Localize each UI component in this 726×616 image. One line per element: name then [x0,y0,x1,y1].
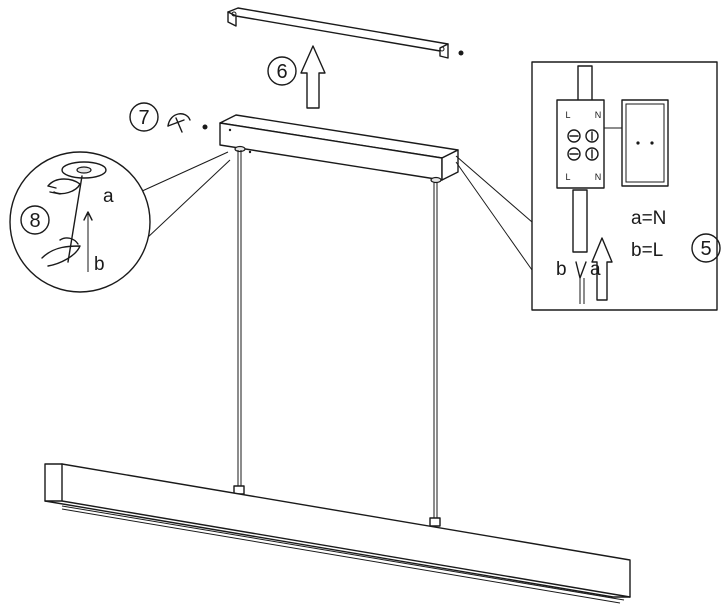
mounting-bracket [227,7,449,59]
junction-box [621,99,669,187]
step-7-number: 7 [138,107,149,129]
lamp-body [44,463,631,604]
bracket-screw-icon [458,50,464,56]
terminal-top-n: N [595,110,602,120]
terminal-top-l: L [565,110,570,120]
step-7-badge: 7 [129,102,159,132]
wire-label-b: b [556,259,567,280]
up-arrow-icon [300,45,326,109]
wiring-detail: L N L N b a a=N b=L [455,61,718,311]
step-5-number: 5 [700,238,711,260]
legend-a-equals-n: a=N [631,208,666,229]
step-8-badge: 8 [20,205,50,235]
terminal-bottom-n: N [595,172,602,182]
screw-icon [167,113,208,133]
step-8-number: 8 [29,210,40,232]
terminal-block: L N L N [556,99,605,189]
cable-adjust-detail: a b [9,151,231,293]
wire-up-arrow-icon [591,237,613,301]
legend-b-equals-l: b=L [631,240,663,261]
label-b: b [94,254,105,275]
step-6-badge: 6 [267,56,297,86]
step-5-badge: 5 [691,233,721,263]
terminal-bottom-l: L [565,172,570,182]
step-6-number: 6 [276,61,287,83]
ceiling-canopy [219,114,459,184]
suspension-cables [233,150,441,527]
wire-label-a: a [590,259,601,280]
label-a: a [103,186,114,207]
